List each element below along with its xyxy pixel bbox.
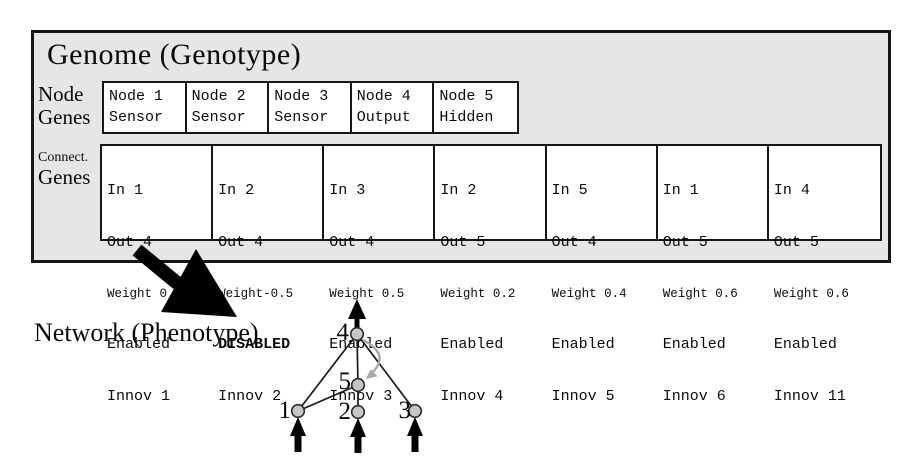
node-genes-table: Node 1 Sensor Node 2 Sensor Node 3 Sensor N…	[102, 81, 519, 134]
genome-title: Genome (Genotype)	[47, 38, 302, 71]
node-gene-type: Sensor	[191, 109, 246, 126]
node-5-circle	[350, 377, 366, 393]
connection-out: Out 5	[440, 234, 486, 251]
connection-weight: Weight 0.5	[329, 287, 405, 301]
node-5-label: 5	[339, 368, 352, 395]
output-arrow-icon	[348, 299, 366, 329]
connection-weight: Weight 0.6	[662, 287, 738, 301]
node-1-circle	[290, 403, 306, 419]
connect-genes-label: Connect. Genes	[38, 150, 90, 189]
connection-out: Out 5	[662, 234, 708, 251]
input-arrow-icon	[290, 417, 306, 452]
node-gene-type: Sensor	[109, 109, 164, 126]
connection-in: In 3	[329, 182, 366, 199]
node-3-circle	[407, 403, 423, 419]
connection-status: Enabled	[662, 336, 726, 353]
node-genes-label: Node Genes	[38, 83, 90, 129]
input-arrow-icon	[407, 417, 423, 452]
node-gene-type: Sensor	[274, 109, 329, 126]
node-1-label: 1	[279, 397, 292, 424]
connection-in: In 5	[551, 182, 588, 199]
connection-out: Out 4	[329, 234, 375, 251]
connection-in: In 2	[218, 182, 255, 199]
connection-innov: Innov 2	[218, 388, 282, 405]
connect-genes-label-line2: Genes	[38, 165, 91, 189]
node-gene-type: Hidden	[439, 109, 494, 126]
connection-out: Out 4	[551, 234, 597, 251]
connection-weight: Weight-0.5	[218, 287, 294, 301]
node-gene-name: Node 2	[191, 88, 246, 105]
edge-3-4	[356, 333, 416, 412]
connection-in: In 4	[773, 182, 810, 199]
node-gene-name: Node 3	[274, 88, 329, 105]
connection-gene-cell: In 5 Out 4 Weight 0.4 Enabled Innov 5	[547, 146, 658, 405]
connection-weight: Weight 0.2	[440, 287, 516, 301]
connection-weight: Weight 0.6	[773, 287, 849, 301]
connection-out: Out 4	[218, 234, 264, 251]
node-gene-cell: Node 2 Sensor	[187, 83, 270, 132]
node-gene-name: Node 4	[356, 88, 411, 105]
node-gene-cell: Node 3 Sensor	[269, 83, 352, 132]
connection-in: In 2	[440, 182, 477, 199]
node-2-circle	[350, 404, 366, 420]
connection-innov: Innov 5	[551, 388, 615, 405]
network-label: Network (Phenotype)	[34, 318, 259, 347]
connection-status: Enabled	[551, 336, 615, 353]
node-gene-type: Output	[356, 109, 411, 126]
connection-status: Enabled	[440, 336, 504, 353]
node-gene-name: Node 1	[109, 88, 164, 105]
connection-weight: Weight 0.4	[551, 287, 627, 301]
connection-status: DISABLED	[218, 336, 291, 353]
connection-out: Out 5	[773, 234, 819, 251]
node-genes-label-line1: Node	[38, 82, 84, 106]
edge-5-4	[356, 333, 359, 386]
genotype-to-phenotype-arrow-icon	[132, 244, 237, 317]
connection-gene-cell: In 2 Out 5 Weight 0.2 Enabled Innov 4	[435, 146, 547, 405]
connection-innov: Innov 1	[107, 388, 171, 405]
node-gene-cell: Node 4 Output	[352, 83, 435, 132]
connect-genes-label-line1: Connect.	[38, 150, 89, 165]
node-4-label: 4	[337, 319, 350, 346]
input-arrow-icon	[350, 418, 366, 453]
connection-gene-cell: In 1 Out 5 Weight 0.6 Enabled Innov 6	[658, 146, 769, 405]
connection-gene-cell: In 1 Out 4 Weight 0.7 Enabled Innov 1	[102, 146, 214, 405]
connection-innov: Innov 6	[662, 388, 726, 405]
edge-1-4	[297, 333, 358, 412]
edge-1-5	[297, 384, 359, 412]
connection-genes-table: In 1 Out 4 Weight 0.7 Enabled Innov 1 In…	[100, 144, 882, 405]
node-4-circle	[349, 326, 365, 342]
connection-status: Enabled	[773, 336, 837, 353]
node-gene-name: Node 5	[439, 88, 494, 105]
recurrent-connection-arrow-icon	[362, 338, 381, 379]
connection-innov: Innov 4	[440, 388, 504, 405]
network-nodes	[290, 326, 423, 420]
connection-gene-cell: In 2 Out 4 Weight-0.5 DISABLED Innov 2	[213, 146, 325, 405]
network-edges	[297, 333, 416, 412]
connection-innov: Innov 11	[773, 388, 846, 405]
connection-status: Enabled	[107, 336, 171, 353]
connection-out: Out 4	[107, 234, 153, 251]
node-2-label: 2	[339, 398, 352, 425]
connection-in: In 1	[107, 182, 144, 199]
node-3-label: 3	[399, 397, 412, 424]
connection-in: In 1	[662, 182, 699, 199]
node-gene-cell: Node 5 Hidden	[434, 83, 517, 132]
node-gene-cell: Node 1 Sensor	[104, 83, 187, 132]
node-genes-label-line2: Genes	[38, 105, 91, 129]
connection-gene-cell: In 4 Out 5 Weight 0.6 Enabled Innov 11	[769, 146, 880, 405]
